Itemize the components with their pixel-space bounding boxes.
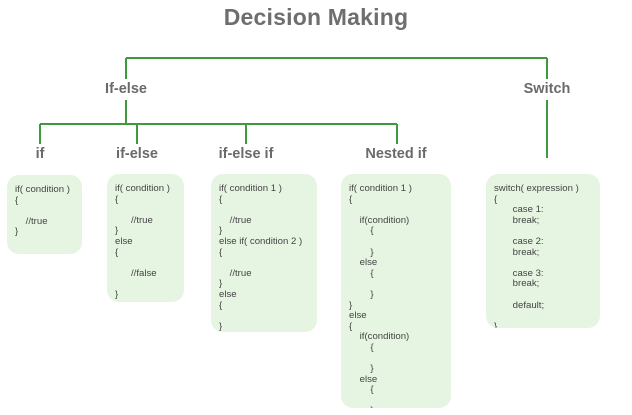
code-box-if-else-if: if( condition 1 ){ //true}else if( condi… <box>211 174 317 332</box>
code-line: break; <box>494 278 540 290</box>
code-line: case 1: <box>494 204 544 216</box>
code-line: //true <box>15 215 48 227</box>
code-line: } <box>219 320 223 332</box>
code-line: if( condition 1 ) <box>349 183 412 194</box>
code-line: } <box>494 320 498 328</box>
code-line: { <box>349 267 374 279</box>
code-line: { <box>219 299 223 311</box>
code-line: else <box>349 310 367 322</box>
code-line: //true <box>219 214 252 226</box>
code-line: } <box>115 225 119 237</box>
code-line: //true <box>219 267 252 279</box>
code-line <box>494 311 592 322</box>
code-box-nested-if: if( condition 1 ){ if(condition) { } els… <box>341 174 451 408</box>
code-line: //true <box>115 214 153 226</box>
code-line: else <box>349 257 378 269</box>
code-line: if(condition) <box>349 214 410 226</box>
node-label-if-else-if: if-else if <box>218 146 274 162</box>
code-line: case 3: <box>494 267 544 279</box>
code-line <box>494 290 592 301</box>
code-line: break; <box>494 214 540 226</box>
code-line: } <box>219 225 223 237</box>
code-line <box>219 311 309 322</box>
code-line: else if( condition 2 ) <box>219 235 303 247</box>
code-line <box>349 237 443 248</box>
code-line: if(condition) <box>349 331 410 343</box>
code-line: { <box>219 246 223 258</box>
code-line: { <box>349 384 374 396</box>
code-line: if( condition 1 ) <box>219 183 282 194</box>
code-line: if( condition ) <box>115 183 170 194</box>
node-label-if-else: if-else <box>116 146 158 162</box>
code-line: } <box>349 406 443 408</box>
code-line: } <box>349 246 374 258</box>
code-line: else <box>115 235 133 247</box>
code-line: { <box>219 193 223 205</box>
code-line: { <box>349 193 353 205</box>
code-line <box>115 279 176 290</box>
code-line: if( condition ) <box>15 184 70 195</box>
code-line: else <box>219 288 237 300</box>
branch-label-switch: Switch <box>523 81 571 97</box>
node-label-nested-if: Nested if <box>365 146 427 162</box>
code-box-if: if( condition ){ //true} <box>7 175 82 254</box>
code-line: default; <box>494 299 545 311</box>
code-box-switch: switch( expression ){ case 1: break; cas… <box>486 174 600 328</box>
code-line: { <box>349 225 374 237</box>
node-label-if: if <box>35 146 45 162</box>
code-line: } <box>349 363 374 375</box>
code-line: } <box>349 288 374 300</box>
code-line: break; <box>494 246 540 258</box>
code-line: case 2: <box>494 235 544 247</box>
code-line: } <box>349 299 353 311</box>
code-line: } <box>219 278 223 290</box>
code-line: } <box>115 288 119 300</box>
diagram-title: Decision Making <box>223 4 409 30</box>
code-line: switch( expression ) <box>494 183 579 194</box>
code-line: { <box>494 193 498 205</box>
code-line: //false <box>115 267 157 279</box>
code-line: { <box>349 320 353 332</box>
code-line: { <box>115 246 119 258</box>
branch-label-if-else: If-else <box>105 81 147 97</box>
code-line: } <box>15 226 19 238</box>
code-line: { <box>15 194 19 206</box>
code-line: else <box>349 373 378 385</box>
code-line: { <box>349 341 374 353</box>
code-box-if-else: if( condition ){ //true}else{ //false} <box>107 174 184 302</box>
code-line: { <box>115 193 119 205</box>
